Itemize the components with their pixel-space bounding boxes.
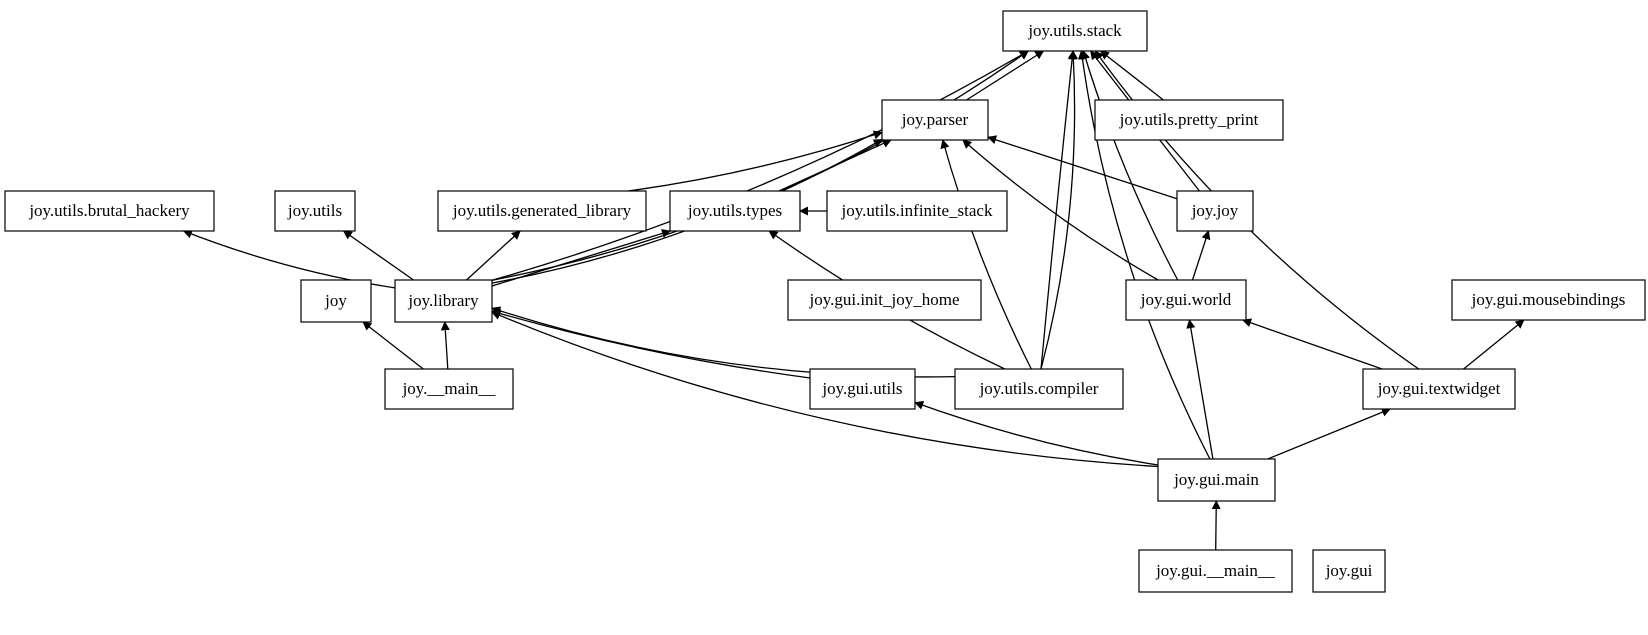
graph-edge-utils_gen_lib-to-parser (628, 130, 883, 192)
node-box (669, 190, 801, 232)
graph-node-gui[interactable]: joy.gui (1312, 549, 1386, 593)
node-label: joy.utils.types (687, 201, 782, 220)
node-label: joy.utils.generated_library (452, 201, 632, 220)
graph-edge-gui_world-to-joy_joy (1191, 230, 1211, 281)
graph-edge-gui_utils-to-library (491, 309, 811, 379)
node-label: joy.gui.init_joy_home (808, 290, 959, 309)
graph-edge-utils_compiler-to-utils_stack (1040, 50, 1077, 370)
node-label: joy.gui.mousebindings (1471, 290, 1626, 309)
graph-node-gui_init_home[interactable]: joy.gui.init_joy_home (787, 279, 982, 321)
graph-edge-utils_types-to-parser (778, 139, 892, 192)
graph-edge-gui_main-to-gui_textwidget (1267, 407, 1391, 460)
graph-node-gui_utils[interactable]: joy.gui.utils (809, 368, 916, 410)
graph-node-main_dunder[interactable]: joy.__main__ (384, 368, 514, 410)
node-box (437, 190, 647, 232)
graph-node-gui_main_dunder[interactable]: joy.gui.__main__ (1138, 549, 1293, 593)
node-box (394, 279, 493, 323)
node-label: joy.gui.utils (821, 379, 902, 398)
graph-edge-gui_main-to-library (491, 311, 1159, 468)
node-label: joy.__main__ (402, 379, 496, 398)
node-box (826, 190, 1008, 232)
node-label: joy.utils.pretty_print (1119, 110, 1259, 129)
graph-node-utils_types[interactable]: joy.utils.types (669, 190, 801, 232)
node-box (300, 279, 372, 323)
graph-node-utils_pretty_print[interactable]: joy.utils.pretty_print (1094, 99, 1284, 141)
graph-node-gui_textwidget[interactable]: joy.gui.textwidget (1362, 368, 1516, 410)
graph-edge-gui_world-to-utils_stack (1081, 50, 1179, 281)
graph-node-utils_stack[interactable]: joy.utils.stack (1002, 10, 1148, 52)
graph-edge-gui_main_dunder-to-gui_main (1211, 500, 1221, 551)
node-label: joy.utils.brutal_hackery (28, 201, 190, 220)
node-box (1362, 368, 1516, 410)
node-box (1157, 458, 1276, 502)
graph-edge-main_dunder-to-library (440, 321, 450, 370)
node-box (787, 279, 982, 321)
graph-edge-library-to-utils_brutal (182, 229, 396, 289)
node-label: joy.utils.stack (1027, 21, 1122, 40)
node-label: joy.gui.main (1173, 470, 1259, 489)
graph-node-utils_gen_lib[interactable]: joy.utils.generated_library (437, 190, 647, 232)
graph-edge-library-to-utils (342, 230, 414, 281)
node-layer: joy.utils.stack joy.parser joy.utils.prett… (4, 10, 1646, 593)
graph-edge-gui_textwidget-to-gui_mousebindings (1463, 319, 1525, 370)
node-label: joy.gui (1325, 561, 1373, 580)
node-label: joy.parser (901, 110, 969, 129)
graph-edge-gui_main-to-gui_world (1186, 319, 1214, 460)
node-box (1451, 279, 1646, 321)
graph-edge-library-to-utils_stack (491, 50, 1029, 281)
graph-node-utils_compiler[interactable]: joy.utils.compiler (954, 368, 1124, 410)
graph-node-gui_main[interactable]: joy.gui.main (1157, 458, 1276, 502)
graph-node-gui_world[interactable]: joy.gui.world (1125, 279, 1247, 321)
graph-node-utils_inf_stack[interactable]: joy.utils.infinite_stack (826, 190, 1008, 232)
node-label: joy.library (407, 291, 479, 310)
node-label: joy.utils.infinite_stack (841, 201, 993, 220)
graph-edge-utils_pretty_print-to-utils_stack (1099, 50, 1164, 101)
node-box (1002, 10, 1148, 52)
graph-edge-library-to-utils_stack (491, 50, 1029, 281)
node-box (4, 190, 215, 232)
node-label: joy.joy (1191, 201, 1239, 220)
graph-edge-utils_compiler-to-parser (940, 139, 1032, 370)
graph-edge-parser-to-utils_stack (966, 50, 1045, 101)
node-box (1094, 99, 1284, 141)
node-box (809, 368, 916, 410)
graph-node-parser[interactable]: joy.parser (881, 99, 989, 141)
node-box (1138, 549, 1293, 593)
graph-edge-gui_main-to-gui_utils (914, 401, 1159, 466)
graph-edge-gui_textwidget-to-gui_world (1242, 318, 1383, 370)
node-box (881, 99, 989, 141)
node-box (384, 368, 514, 410)
graph-edge-gui_world-to-parser (962, 139, 1159, 281)
graph-node-utils[interactable]: joy.utils (274, 190, 356, 232)
node-label: joy.gui.__main__ (1155, 561, 1275, 580)
node-box (1125, 279, 1247, 321)
graph-node-library[interactable]: joy.library (394, 279, 493, 323)
node-label: joy.gui.textwidget (1377, 379, 1501, 398)
graph-node-joy_joy[interactable]: joy.joy (1176, 190, 1254, 232)
node-label: joy.utils.compiler (979, 379, 1099, 398)
graph-edge-library-to-utils_types (491, 229, 672, 287)
graph-node-utils_brutal[interactable]: joy.utils.brutal_hackery (4, 190, 215, 232)
graph-edge-library-to-utils_gen_lib (466, 230, 521, 281)
graph-edge-gui_main-to-utils_stack (1077, 50, 1211, 460)
node-box (954, 368, 1124, 410)
node-box (1312, 549, 1386, 593)
graph-edge-joy_joy-to-parser (987, 135, 1178, 200)
node-label: joy (324, 291, 347, 310)
node-box (1176, 190, 1254, 232)
graph-node-joy[interactable]: joy (300, 279, 372, 323)
node-box (274, 190, 356, 232)
node-label: joy.gui.world (1140, 290, 1232, 309)
graph-node-gui_mousebindings[interactable]: joy.gui.mousebindings (1451, 279, 1646, 321)
graph-edge-utils_compiler-to-utils_stack (1040, 50, 1078, 370)
node-label: joy.utils (287, 201, 342, 220)
graph-edge-main_dunder-to-joy (362, 321, 424, 370)
